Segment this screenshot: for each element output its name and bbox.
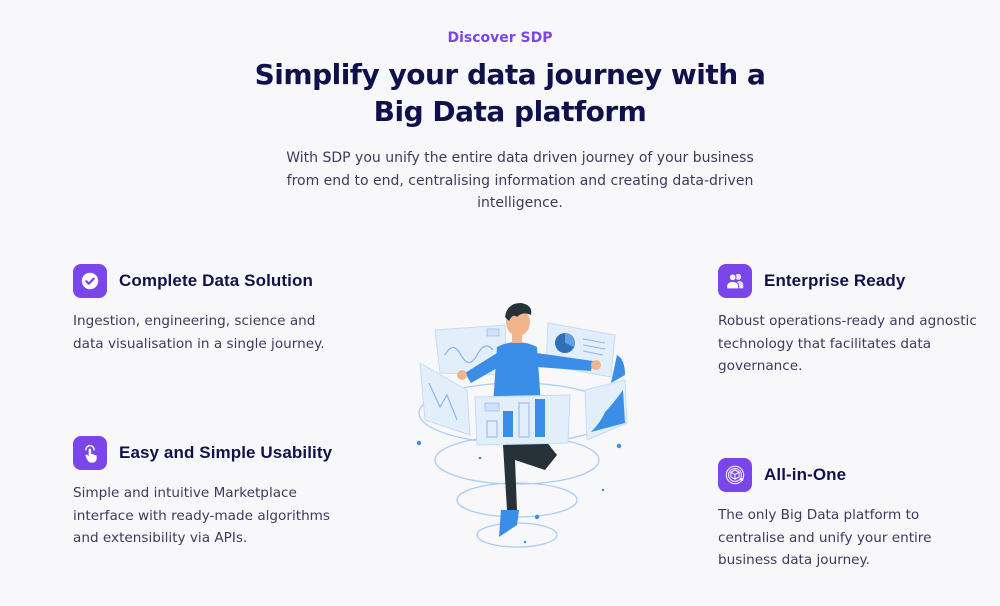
tap-hand-icon [73, 436, 107, 470]
feature-description: Ingestion, engineering, science and data… [73, 313, 325, 352]
feature-all-in-one: All-in-One The only Big Data platform to… [718, 458, 1000, 572]
page-description: With SDP you unify the entire data drive… [286, 150, 754, 211]
check-circle-icon [73, 264, 107, 298]
data-dashboard-illustration [405, 295, 635, 550]
discover-eyebrow: Discover SDP [447, 30, 553, 46]
feature-complete-data-solution: Complete Data Solution Ingestion, engine… [73, 264, 373, 355]
feature-title: Easy and Simple Usability [119, 443, 333, 462]
feature-title: Enterprise Ready [764, 271, 906, 290]
feature-title: All-in-One [764, 465, 847, 484]
feature-description: The only Big Data platform to centralise… [718, 507, 932, 568]
feature-description: Simple and intuitive Marketplace interfa… [73, 485, 331, 546]
users-icon [718, 264, 752, 298]
feature-description: Robust operations-ready and agnostic tec… [718, 313, 977, 374]
cube-orbit-icon [718, 458, 752, 492]
page-title: Simplify your data journey with a Big Da… [254, 58, 766, 128]
feature-title: Complete Data Solution [119, 271, 313, 290]
feature-enterprise-ready: Enterprise Ready Robust operations-ready… [718, 264, 1000, 378]
feature-easy-usability: Easy and Simple Usability Simple and int… [73, 436, 373, 550]
